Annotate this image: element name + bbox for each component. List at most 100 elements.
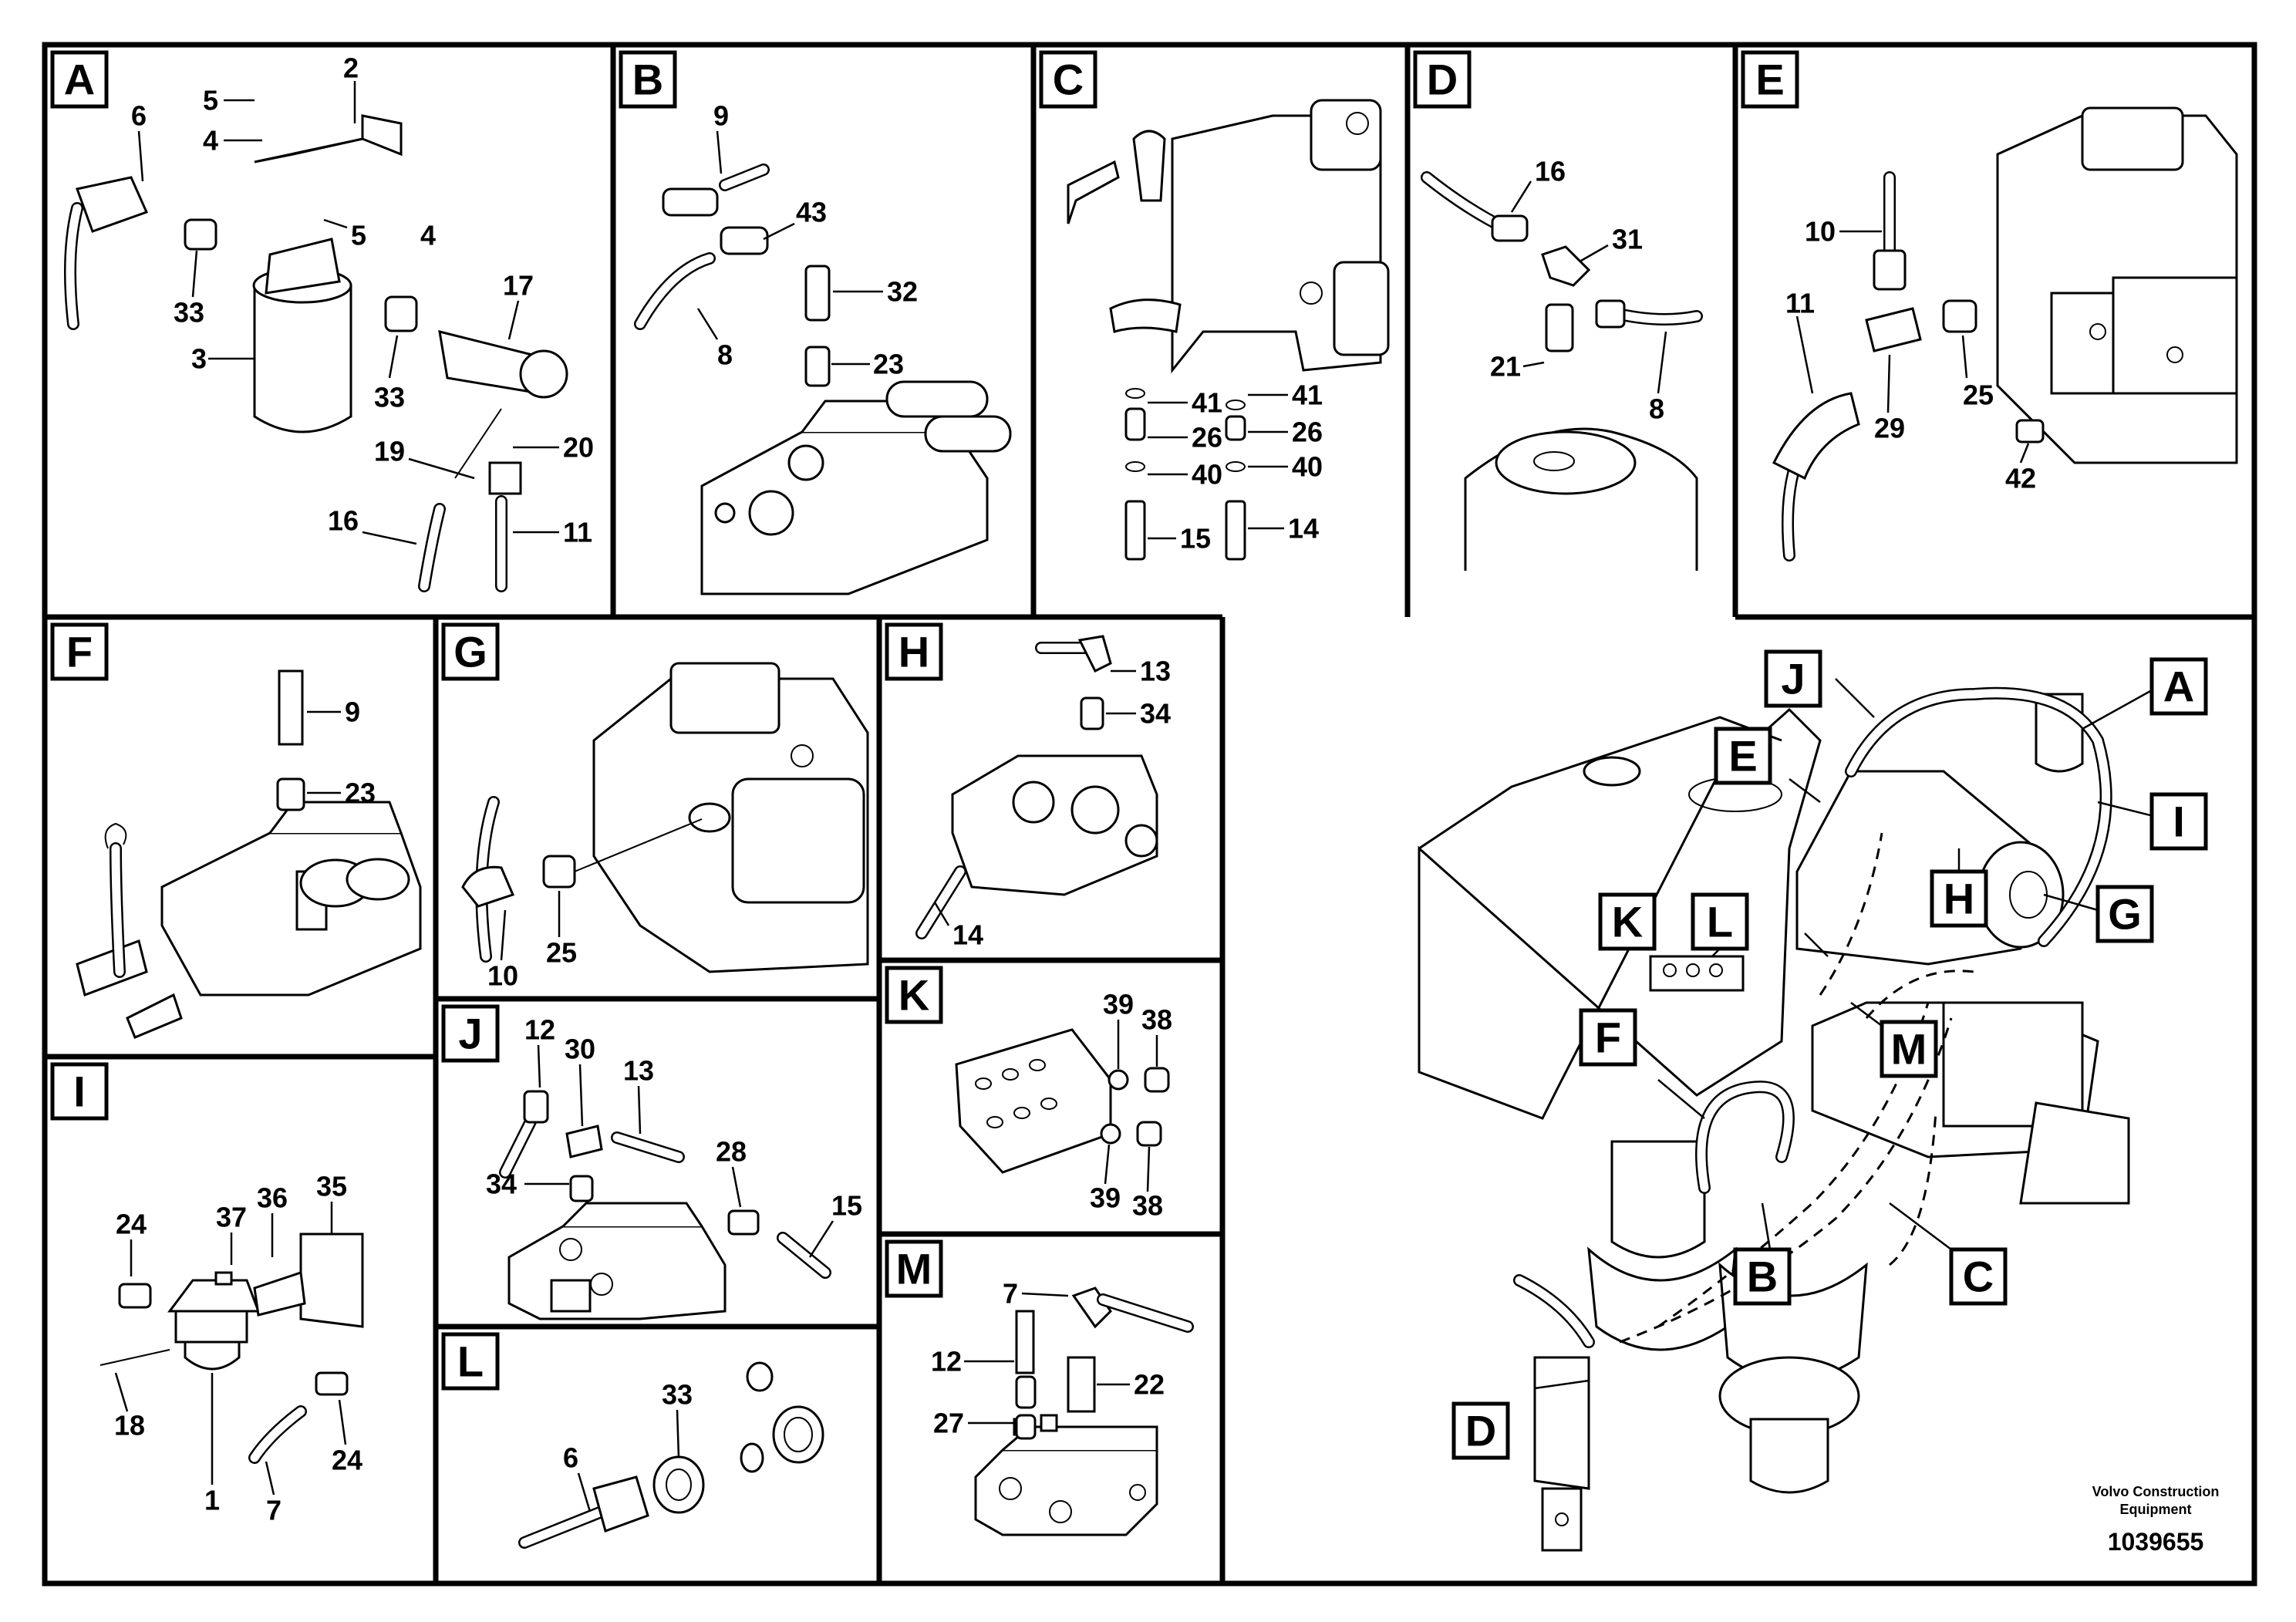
panel-c-part-3: 40 <box>1192 459 1222 491</box>
panel-e-part-3: 25 <box>1963 379 1994 411</box>
panel-e-part-4: 29 <box>1874 413 1905 444</box>
overview-callout-2: A <box>2163 663 2194 711</box>
panel-c-letter: C <box>1053 56 1084 104</box>
panel-d-part-4: 8 <box>1649 393 1664 425</box>
panel-k: K 39 38 39 38 <box>885 966 1172 1222</box>
panel-d: D 16 31 21 8 <box>1413 50 1703 571</box>
panel-l-part-1: 6 <box>563 1442 578 1474</box>
panel-c-part-8: 14 <box>1288 513 1319 545</box>
manufacturer-line-2: Equipment <box>2120 1502 2192 1517</box>
panel-c-part-4: 15 <box>1180 523 1211 555</box>
panel-borders <box>42 42 2257 1587</box>
overview-callout-13: D <box>1465 1407 1496 1455</box>
panel-a-part-3: 6 <box>131 100 147 132</box>
panel-f-part-2: 23 <box>345 777 376 809</box>
panel-j-letter: J <box>458 1010 482 1058</box>
panel-m-part-4: 27 <box>933 1408 964 1439</box>
panel-b-part-1: 9 <box>713 100 729 132</box>
panel-b: B 9 43 32 8 23 <box>619 50 1012 595</box>
overview-callout-1: J <box>1781 655 1805 703</box>
panel-i-letter: I <box>73 1067 86 1116</box>
panel-i-part-6: 24 <box>332 1445 362 1476</box>
panel-b-letter: B <box>632 56 663 104</box>
panel-g: G 10 25 <box>441 622 869 992</box>
panel-h-part-3: 14 <box>952 919 983 951</box>
panel-a-part-2: 2 <box>343 52 359 84</box>
panel-d-part-2: 31 <box>1612 224 1643 255</box>
panel-b-part-2: 43 <box>796 197 827 228</box>
overview-callout-8: L <box>1707 898 1733 946</box>
panel-k-part-3: 39 <box>1090 1182 1121 1214</box>
panel-d-part-3: 21 <box>1490 351 1521 383</box>
overview-callout-4: I <box>2173 798 2185 846</box>
panel-l-letter: L <box>457 1337 484 1386</box>
panel-i: I 24 37 36 35 18 24 1 7 <box>50 1062 364 1526</box>
panel-l: L 6 33 <box>441 1332 824 1549</box>
panel-a-part-13: 16 <box>328 505 359 537</box>
panel-a-part-10: 33 <box>374 382 405 413</box>
panel-a-part-6: 5 <box>351 220 366 251</box>
panel-f-letter: F <box>66 628 93 676</box>
panel-i-part-2: 37 <box>216 1202 247 1233</box>
overview-callout-6: G <box>2108 890 2142 939</box>
drawing-footer: Volvo Construction Equipment 1039655 <box>2092 1484 2220 1556</box>
panel-k-part-1: 39 <box>1103 989 1134 1020</box>
panel-j-part-5: 28 <box>716 1136 747 1168</box>
panel-d-part-1: 16 <box>1535 156 1566 187</box>
panel-c-part-2: 26 <box>1192 422 1222 454</box>
panel-f: F 9 23 <box>50 622 422 1039</box>
panel-a-part-1: 5 <box>203 85 218 116</box>
panel-a-part-9: 3 <box>191 343 207 375</box>
overview-callout-9: M <box>1891 1025 1927 1074</box>
panel-c-part-6: 26 <box>1292 416 1323 448</box>
panel-a-letter: A <box>64 56 95 104</box>
panel-a-part-5: 33 <box>174 297 204 329</box>
panel-c-part-5: 41 <box>1292 379 1323 411</box>
panel-d-letter: D <box>1427 56 1458 104</box>
panel-l-part-2: 33 <box>662 1379 693 1411</box>
overview-callout-11: B <box>1747 1253 1778 1301</box>
panel-h-letter: H <box>899 628 929 676</box>
machine-overview: J A E I H G K L M F B C D <box>1418 649 2208 1552</box>
panel-g-part-2: 25 <box>546 937 577 969</box>
panel-b-part-4: 8 <box>717 339 733 371</box>
panel-j-part-4: 34 <box>486 1168 517 1200</box>
panel-m-letter: M <box>896 1245 932 1293</box>
overview-callout-7: K <box>1612 898 1643 946</box>
panel-j-part-3: 13 <box>623 1055 654 1087</box>
panel-h-part-1: 13 <box>1140 656 1171 687</box>
panel-e: E 10 11 25 29 42 <box>1741 50 2238 561</box>
panel-a-part-11: 19 <box>374 436 405 467</box>
panel-b-part-5: 23 <box>873 349 904 380</box>
panel-e-letter: E <box>1755 56 1784 104</box>
overview-callout-12: C <box>1963 1253 1994 1301</box>
panel-k-part-4: 38 <box>1132 1190 1163 1222</box>
panel-c-part-1: 41 <box>1192 387 1222 419</box>
panel-m: M 7 12 22 27 <box>885 1239 1194 1536</box>
panel-e-part-2: 11 <box>1785 288 1815 319</box>
panel-j-part-2: 30 <box>565 1034 595 1065</box>
panel-k-part-2: 38 <box>1141 1004 1172 1036</box>
panel-i-part-1: 24 <box>116 1209 147 1240</box>
panel-b-part-3: 32 <box>887 276 918 308</box>
overview-callout-5: H <box>1944 875 1974 923</box>
panel-a-part-4: 4 <box>203 125 218 157</box>
panel-j: J 12 30 13 34 28 15 <box>441 1004 862 1320</box>
panel-j-part-6: 15 <box>831 1190 862 1222</box>
panel-g-part-1: 10 <box>487 960 518 992</box>
overview-callout-3: E <box>1728 732 1757 781</box>
panel-c: C 41 26 40 15 41 26 40 14 <box>1039 50 1390 561</box>
panel-i-part-4: 35 <box>316 1171 347 1202</box>
panel-j-part-1: 12 <box>524 1014 555 1046</box>
panel-i-part-3: 36 <box>257 1182 288 1214</box>
panel-a: A 5 2 6 4 33 5 4 17 <box>50 50 594 592</box>
panel-g-letter: G <box>453 628 487 676</box>
panel-m-part-3: 22 <box>1134 1369 1165 1401</box>
panel-h: H 13 34 14 <box>885 622 1171 951</box>
panel-i-part-8: 7 <box>266 1495 282 1526</box>
panel-m-part-2: 12 <box>931 1346 962 1378</box>
panel-i-part-5: 18 <box>114 1410 145 1442</box>
panel-k-letter: K <box>899 971 929 1020</box>
panel-h-part-2: 34 <box>1140 698 1171 730</box>
